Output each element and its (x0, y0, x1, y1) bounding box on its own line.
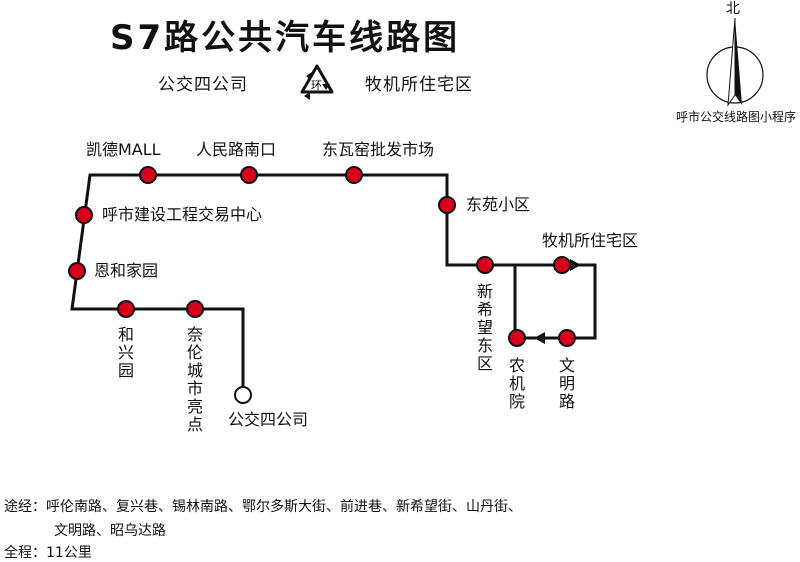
stop-marker-wenming (558, 329, 576, 347)
stop-marker-xinxiwang (476, 256, 494, 274)
stop-markers (68, 166, 576, 404)
via-label: 途经： (4, 499, 46, 515)
stop-marker-kaide (139, 166, 157, 184)
stop-marker-dongyuan (438, 196, 456, 214)
stop-label-kaide: 凯德MALL (86, 140, 161, 159)
via-line-1: 途经：呼伦南路、复兴巷、锡林南路、鄂尔多斯大街、前进巷、新希望街、山丹街、 (4, 496, 522, 516)
map-source-caption: 呼市公交线路图小程序 (676, 110, 797, 124)
stop-marker-enhejia (68, 262, 86, 280)
arrow-left-icon (534, 332, 545, 344)
stop-marker-renminlu (240, 166, 258, 184)
terminal-start-label: 公交四公司 (158, 75, 248, 95)
stop-label-muji: 牧机所住宅区 (542, 231, 639, 250)
stop-label-renminlu: 人民路南口 (196, 140, 277, 159)
stop-label-enhejia: 恩和家园 (94, 261, 159, 280)
distance-value: 11公里 (46, 545, 92, 561)
loop-badge-text: 环 (311, 79, 322, 92)
terminal-end-label: 牧机所住宅区 (365, 75, 473, 95)
stop-marker-muji (553, 256, 571, 274)
distance-label: 全程： (4, 545, 46, 561)
loop-arrows (534, 259, 581, 344)
stop-marker-nailun (186, 300, 204, 318)
stop-label-gongjiao4: 公交四公司 (228, 410, 309, 429)
stop-label-dongyuan: 东苑小区 (466, 195, 531, 214)
stop-marker-nongji (508, 329, 526, 347)
compass-icon (706, 17, 764, 107)
stop-label-huishi: 呼市建设工程交易中心 (102, 205, 263, 224)
stop-marker-hexingyuan (117, 300, 135, 318)
arrow-right-icon (570, 259, 581, 271)
stop-label-xinxiwang: 新希望东区 (474, 283, 493, 373)
distance-line: 全程：11公里 (4, 542, 92, 562)
loop-icon: 环 (300, 64, 334, 100)
north-label: 北 (726, 1, 740, 17)
stop-label-nailun: 奈伦城市亮点 (184, 326, 203, 434)
via-streets-2: 文明路、昭乌达路 (54, 523, 166, 539)
stop-label-dongwayao: 东瓦窑批发市场 (322, 140, 435, 159)
stop-marker-huishi (75, 206, 93, 224)
stop-label-hexingyuan: 和兴园 (115, 326, 134, 380)
stop-marker-dongwayao (345, 166, 363, 184)
stop-label-wenming: 文明路 (556, 357, 575, 411)
via-streets-1: 呼伦南路、复兴巷、锡林南路、鄂尔多斯大街、前进巷、新希望街、山丹街、 (46, 499, 522, 515)
route-title: S7路公共汽车线路图 (110, 18, 461, 58)
stop-label-nongji: 农机院 (506, 357, 525, 411)
stop-marker-gongjiao4-terminal (234, 386, 252, 404)
